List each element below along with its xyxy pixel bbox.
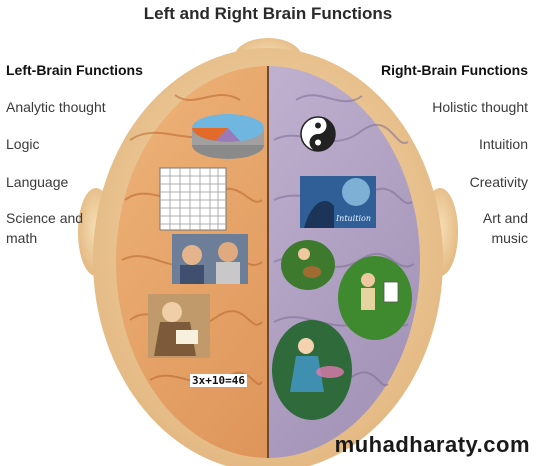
grid-table-icon	[159, 167, 227, 231]
watermark: muhadharaty.com	[334, 432, 530, 457]
painter-image	[338, 256, 412, 340]
page-title: Left and Right Brain Functions	[143, 4, 393, 23]
guitar-player-image	[281, 240, 335, 290]
math-equation: 3x+10=46	[190, 374, 247, 387]
right-function-item: Intuition	[478, 136, 528, 152]
left-function-item: Logic	[6, 136, 40, 152]
right-brain-heading: Right-Brain Functions	[381, 62, 528, 78]
right-function-item: Art and music	[482, 210, 528, 246]
intuition-image-label: Intuition	[336, 214, 371, 223]
pie-chart-icon	[192, 114, 264, 159]
intuition-image	[300, 176, 376, 228]
right-function-item: Holistic thought	[432, 99, 528, 115]
left-brain-heading: Left-Brain Functions	[6, 62, 143, 78]
reading-woman-image	[148, 294, 210, 358]
left-function-item: Science and math	[6, 210, 84, 246]
fairy-image	[272, 320, 352, 420]
yin-yang-icon	[300, 116, 336, 152]
left-function-item: Analytic thought	[6, 99, 106, 115]
left-function-item: Language	[6, 174, 69, 190]
listening-figures-image	[172, 234, 248, 284]
right-function-item: Creativity	[469, 174, 528, 190]
